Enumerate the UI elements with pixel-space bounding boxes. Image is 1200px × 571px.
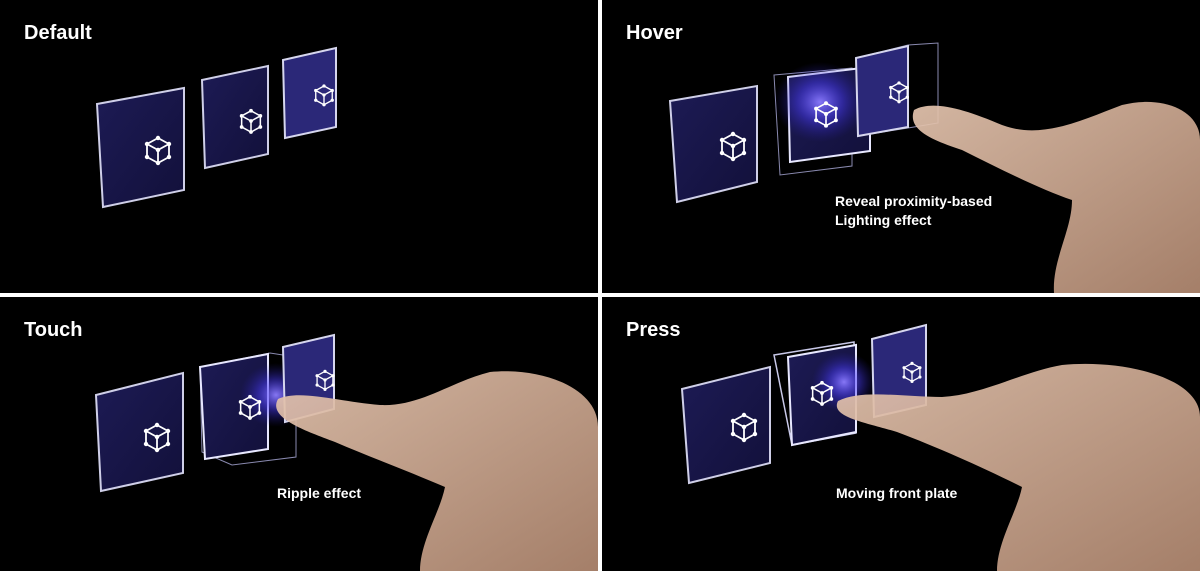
button-pressed[interactable] (773, 341, 876, 447)
press-scene (680, 323, 1200, 571)
pointing-hand (276, 371, 598, 571)
panel-title: Press (626, 319, 681, 341)
button-large[interactable] (680, 365, 771, 485)
panel-title: Hover (626, 22, 683, 44)
button-hovered[interactable] (773, 62, 871, 176)
panel-title: Touch (24, 319, 83, 341)
button-large[interactable] (94, 371, 184, 493)
button-medium[interactable] (200, 64, 269, 170)
panel-hover: Hover Reveal proximity-based Lighting ef… (602, 0, 1200, 293)
touch-scene (94, 333, 598, 571)
caption: Moving front plate (836, 485, 958, 501)
caption-line-2: Lighting effect (835, 212, 932, 228)
panel-default: Default (0, 0, 598, 293)
button-large[interactable] (668, 84, 758, 204)
button-large[interactable] (95, 86, 185, 209)
panel-press: Press Moving front plate (602, 297, 1200, 571)
default-scene (95, 46, 337, 209)
button-small[interactable] (281, 46, 337, 140)
panel-touch: Touch Ripple effect (0, 297, 598, 571)
pointing-hand (836, 363, 1200, 571)
caption: Reveal proximity-based Lighting effect (835, 192, 992, 230)
caption: Ripple effect (277, 485, 362, 501)
pointing-hand (912, 101, 1200, 293)
hover-scene (668, 42, 1200, 293)
panel-title: Default (24, 22, 92, 44)
caption-line-1: Reveal proximity-based (835, 193, 993, 209)
